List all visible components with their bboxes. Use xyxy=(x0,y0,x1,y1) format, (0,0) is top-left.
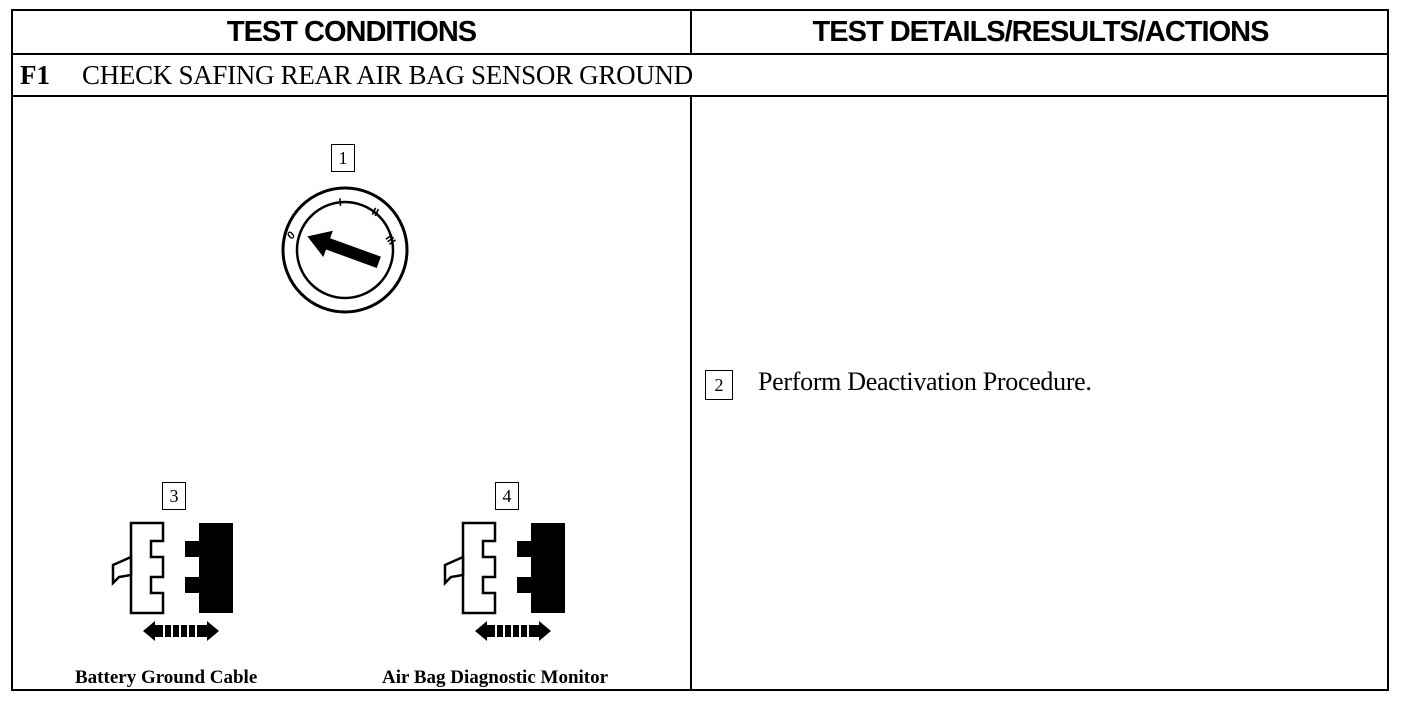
air-bag-diagnostic-monitor-label: Air Bag Diagnostic Monitor xyxy=(382,667,609,688)
condition-number-3: 3 xyxy=(162,482,186,510)
test-procedure-table: TEST CONDITIONS TEST DETAILS/RESULTS/ACT… xyxy=(11,9,1389,691)
ignition-switch-off-icon: 0 I II III xyxy=(281,186,409,314)
test-details-header: TEST DETAILS/RESULTS/ACTIONS xyxy=(812,15,1270,48)
step-title: CHECK SAFING REAR AIR BAG SENSOR GROUND xyxy=(82,59,693,90)
step-id: F1 xyxy=(20,59,50,90)
ignition-position-2: II xyxy=(370,206,381,219)
connector-disconnect-icon xyxy=(443,521,565,641)
battery-ground-cable-label: Battery Ground Cable xyxy=(75,667,258,688)
header-column-divider xyxy=(690,11,692,53)
header-divider xyxy=(13,53,1387,55)
connector-disconnect-icon xyxy=(111,521,233,641)
step-divider xyxy=(13,95,1387,97)
body-column-divider xyxy=(690,95,692,689)
action-number-2: 2 xyxy=(705,370,733,400)
ignition-position-1: I xyxy=(338,197,342,209)
step-row: F1 CHECK SAFING REAR AIR BAG SENSOR GROU… xyxy=(13,55,1387,95)
condition-number-4: 4 xyxy=(495,482,519,510)
condition-number-1: 1 xyxy=(331,144,355,172)
action-text: Perform Deactivation Procedure. xyxy=(758,367,1092,396)
test-conditions-header: TEST CONDITIONS xyxy=(226,15,477,48)
